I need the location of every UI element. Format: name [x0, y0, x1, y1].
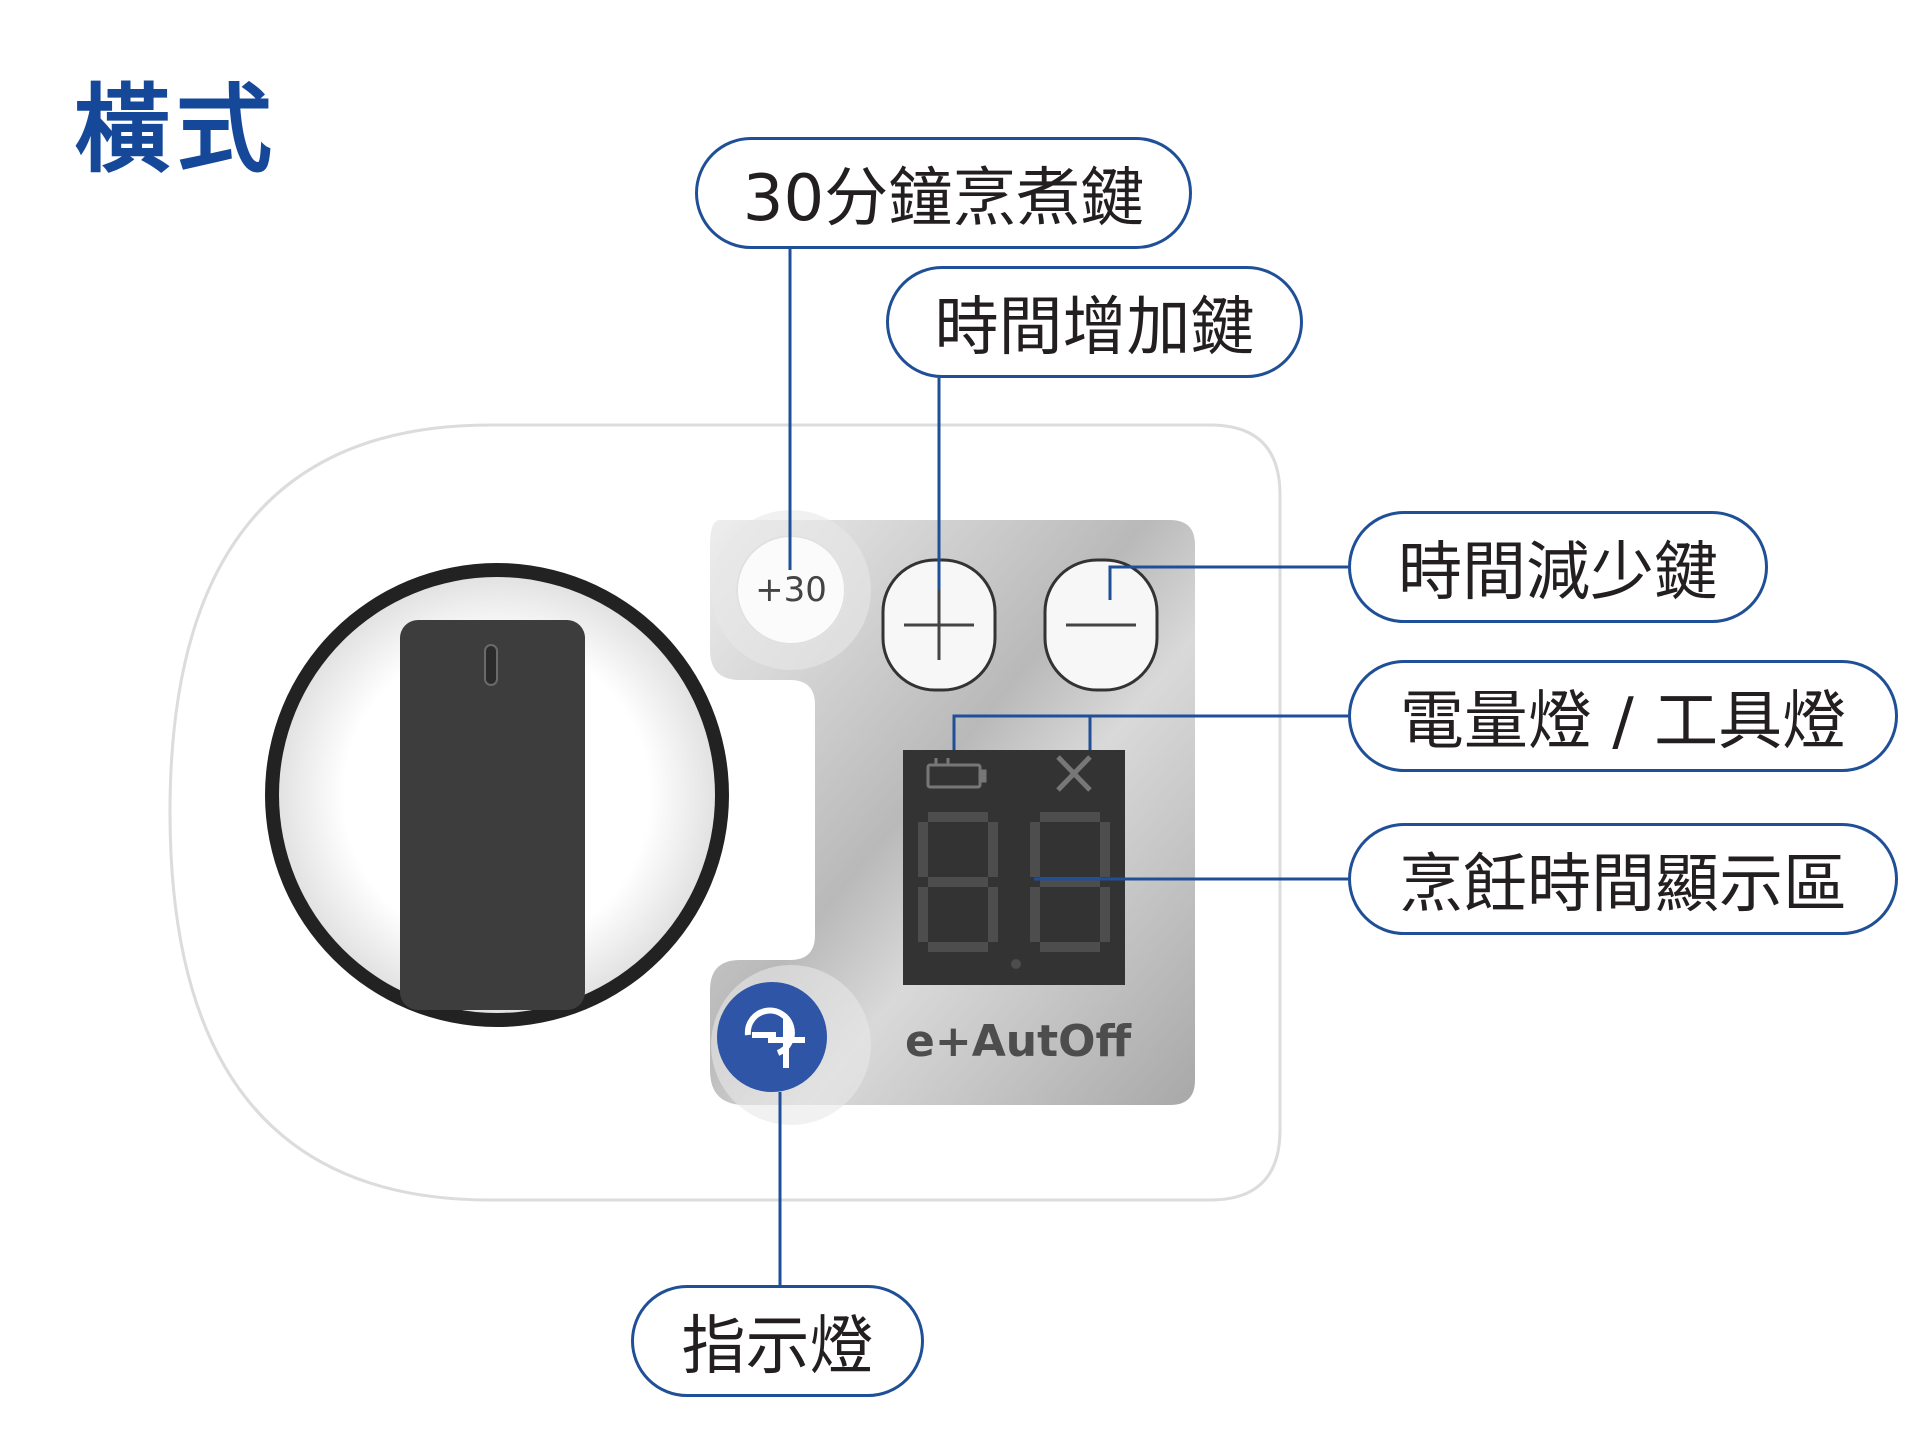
brand-logo-text: e+AutOff: [905, 1016, 1132, 1067]
callout-time-down: 時間減少鍵: [1348, 511, 1768, 623]
line-battery-tool: [952, 714, 1348, 750]
page-title: 橫式: [74, 74, 278, 186]
callout-time-display: 烹飪時間顯示區: [1348, 823, 1898, 935]
knob-marker: [484, 644, 498, 686]
tool-icon: [1056, 755, 1092, 792]
eplus-logo-icon: [744, 1007, 805, 1068]
seven-segment-digits: [918, 812, 1110, 969]
callout-battery-tool: 電量燈 / 工具燈: [1348, 660, 1898, 772]
callout-cook30: 30分鐘烹煮鍵: [695, 137, 1192, 249]
callout-time-up: 時間增加鍵: [886, 266, 1303, 378]
plus-icon: [904, 590, 974, 660]
knob-grip: [400, 620, 585, 1010]
callout-indicator: 指示燈: [631, 1285, 924, 1397]
battery-icon: [926, 758, 987, 789]
line-time-down: [1108, 565, 1348, 600]
